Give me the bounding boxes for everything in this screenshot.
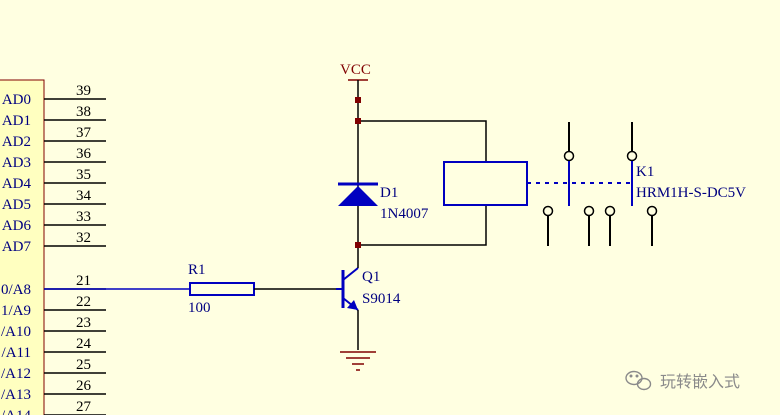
junction-top xyxy=(355,118,361,124)
chip-pin-number: 38 xyxy=(76,104,91,120)
chip-pin-name: 1/A9 xyxy=(1,303,31,319)
chip-pin-number: 22 xyxy=(76,294,91,310)
chip-pin-number: 35 xyxy=(76,167,91,183)
chip-pin-number: 27 xyxy=(76,399,92,415)
chip-pin-number: 21 xyxy=(76,273,91,289)
diode-d1 xyxy=(338,182,378,206)
chip-pin-number: 23 xyxy=(76,315,91,331)
relay-coil xyxy=(443,161,528,206)
relay-value: HRM1H-S-DC5V xyxy=(636,185,746,201)
chip-pin-name: AD1 xyxy=(2,113,31,129)
chip-pin-number: 25 xyxy=(76,357,91,373)
chip-pin-number: 39 xyxy=(76,83,91,99)
chip-pin-name: AD5 xyxy=(2,197,31,213)
relay-ref: K1 xyxy=(636,164,654,180)
diode-ref: D1 xyxy=(380,185,398,201)
chip-pin-number: 34 xyxy=(76,188,92,204)
chip-pin-name: /A11 xyxy=(2,345,31,361)
resistor-value: 100 xyxy=(188,300,211,316)
wire-collector-to-coil xyxy=(358,205,487,246)
chip-pin-number: 32 xyxy=(76,230,91,246)
mcu-chip-body xyxy=(0,79,45,415)
transistor-ref: Q1 xyxy=(362,269,380,285)
chip-pin-name: AD2 xyxy=(2,134,31,150)
diode-value: 1N4007 xyxy=(380,206,429,222)
chip-pin-number: 37 xyxy=(76,125,92,141)
chip-pin-name: /A14 xyxy=(1,408,32,415)
chip-pin-name: /A10 xyxy=(1,324,31,340)
transistor-value: S9014 xyxy=(362,291,401,307)
chip-pin-name: AD0 xyxy=(2,92,31,108)
chip-pin-number: 26 xyxy=(76,378,92,394)
chip-pin-name: /A12 xyxy=(1,366,31,382)
chip-pin-name: 0/A8 xyxy=(1,282,31,298)
chip-pin-name: AD4 xyxy=(2,176,32,192)
chip-pin-number: 24 xyxy=(76,336,92,352)
relay-contacts-1 xyxy=(542,122,595,246)
chip-pin-name: /A13 xyxy=(1,387,31,403)
watermark-text: 玩转嵌入式 xyxy=(660,372,740,391)
wire-vcc-to-coil xyxy=(358,120,487,162)
transistor-q1 xyxy=(336,267,359,311)
resistor-r1-body xyxy=(189,282,255,296)
junction-vcc xyxy=(355,97,361,103)
chip-pin-number: 33 xyxy=(76,209,91,225)
vcc-label: VCC xyxy=(340,62,371,78)
relay-contacts-2 xyxy=(604,122,658,246)
wechat-icon xyxy=(625,370,652,391)
chip-pin-name: AD7 xyxy=(2,239,32,255)
chip-pin-name: AD3 xyxy=(2,155,31,171)
junction-bottom xyxy=(355,242,361,248)
resistor-ref: R1 xyxy=(188,262,206,278)
ground-symbol xyxy=(340,351,376,371)
chip-pin-number: 36 xyxy=(76,146,92,162)
chip-pin-name: AD6 xyxy=(2,218,32,234)
